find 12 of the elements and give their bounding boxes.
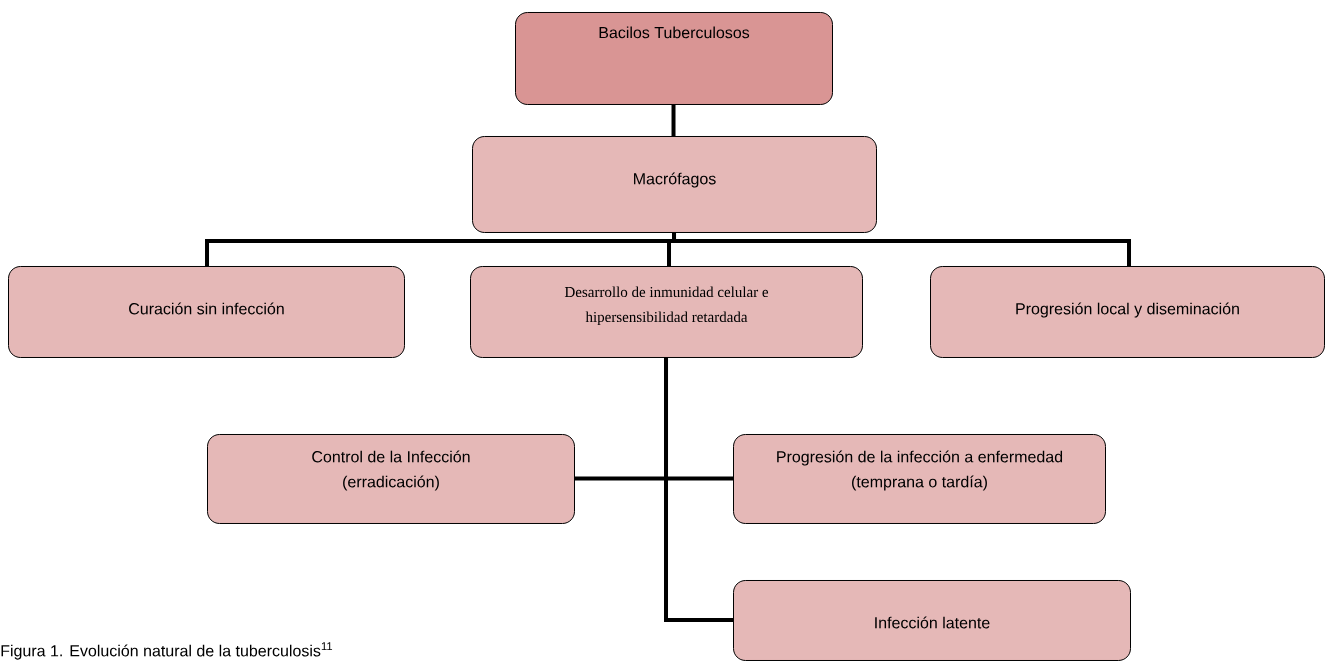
connector-line [664,357,733,622]
process-box: Control de la Infección (erradicación) [207,434,575,524]
figure-caption: Figura 1. Evolución natural de la tuberculosis$^{11}$ [1,642,333,660]
process-box: Infección latente [733,580,1131,661]
process-box: Progresión de la infección a enfermedad (temprana o tardía) [733,434,1106,524]
process-box: Bacilos Tuberculosos [515,12,833,105]
connector-line [672,232,1131,266]
process-box: Macrófagos [472,136,877,233]
process-box: Curación sin infección [8,266,405,358]
process-box: Progresión local y diseminación [930,266,1325,358]
process-box: Desarrollo de inmunidad celular e hipersensibilidad retardada [470,266,863,358]
connector-line [671,104,676,136]
